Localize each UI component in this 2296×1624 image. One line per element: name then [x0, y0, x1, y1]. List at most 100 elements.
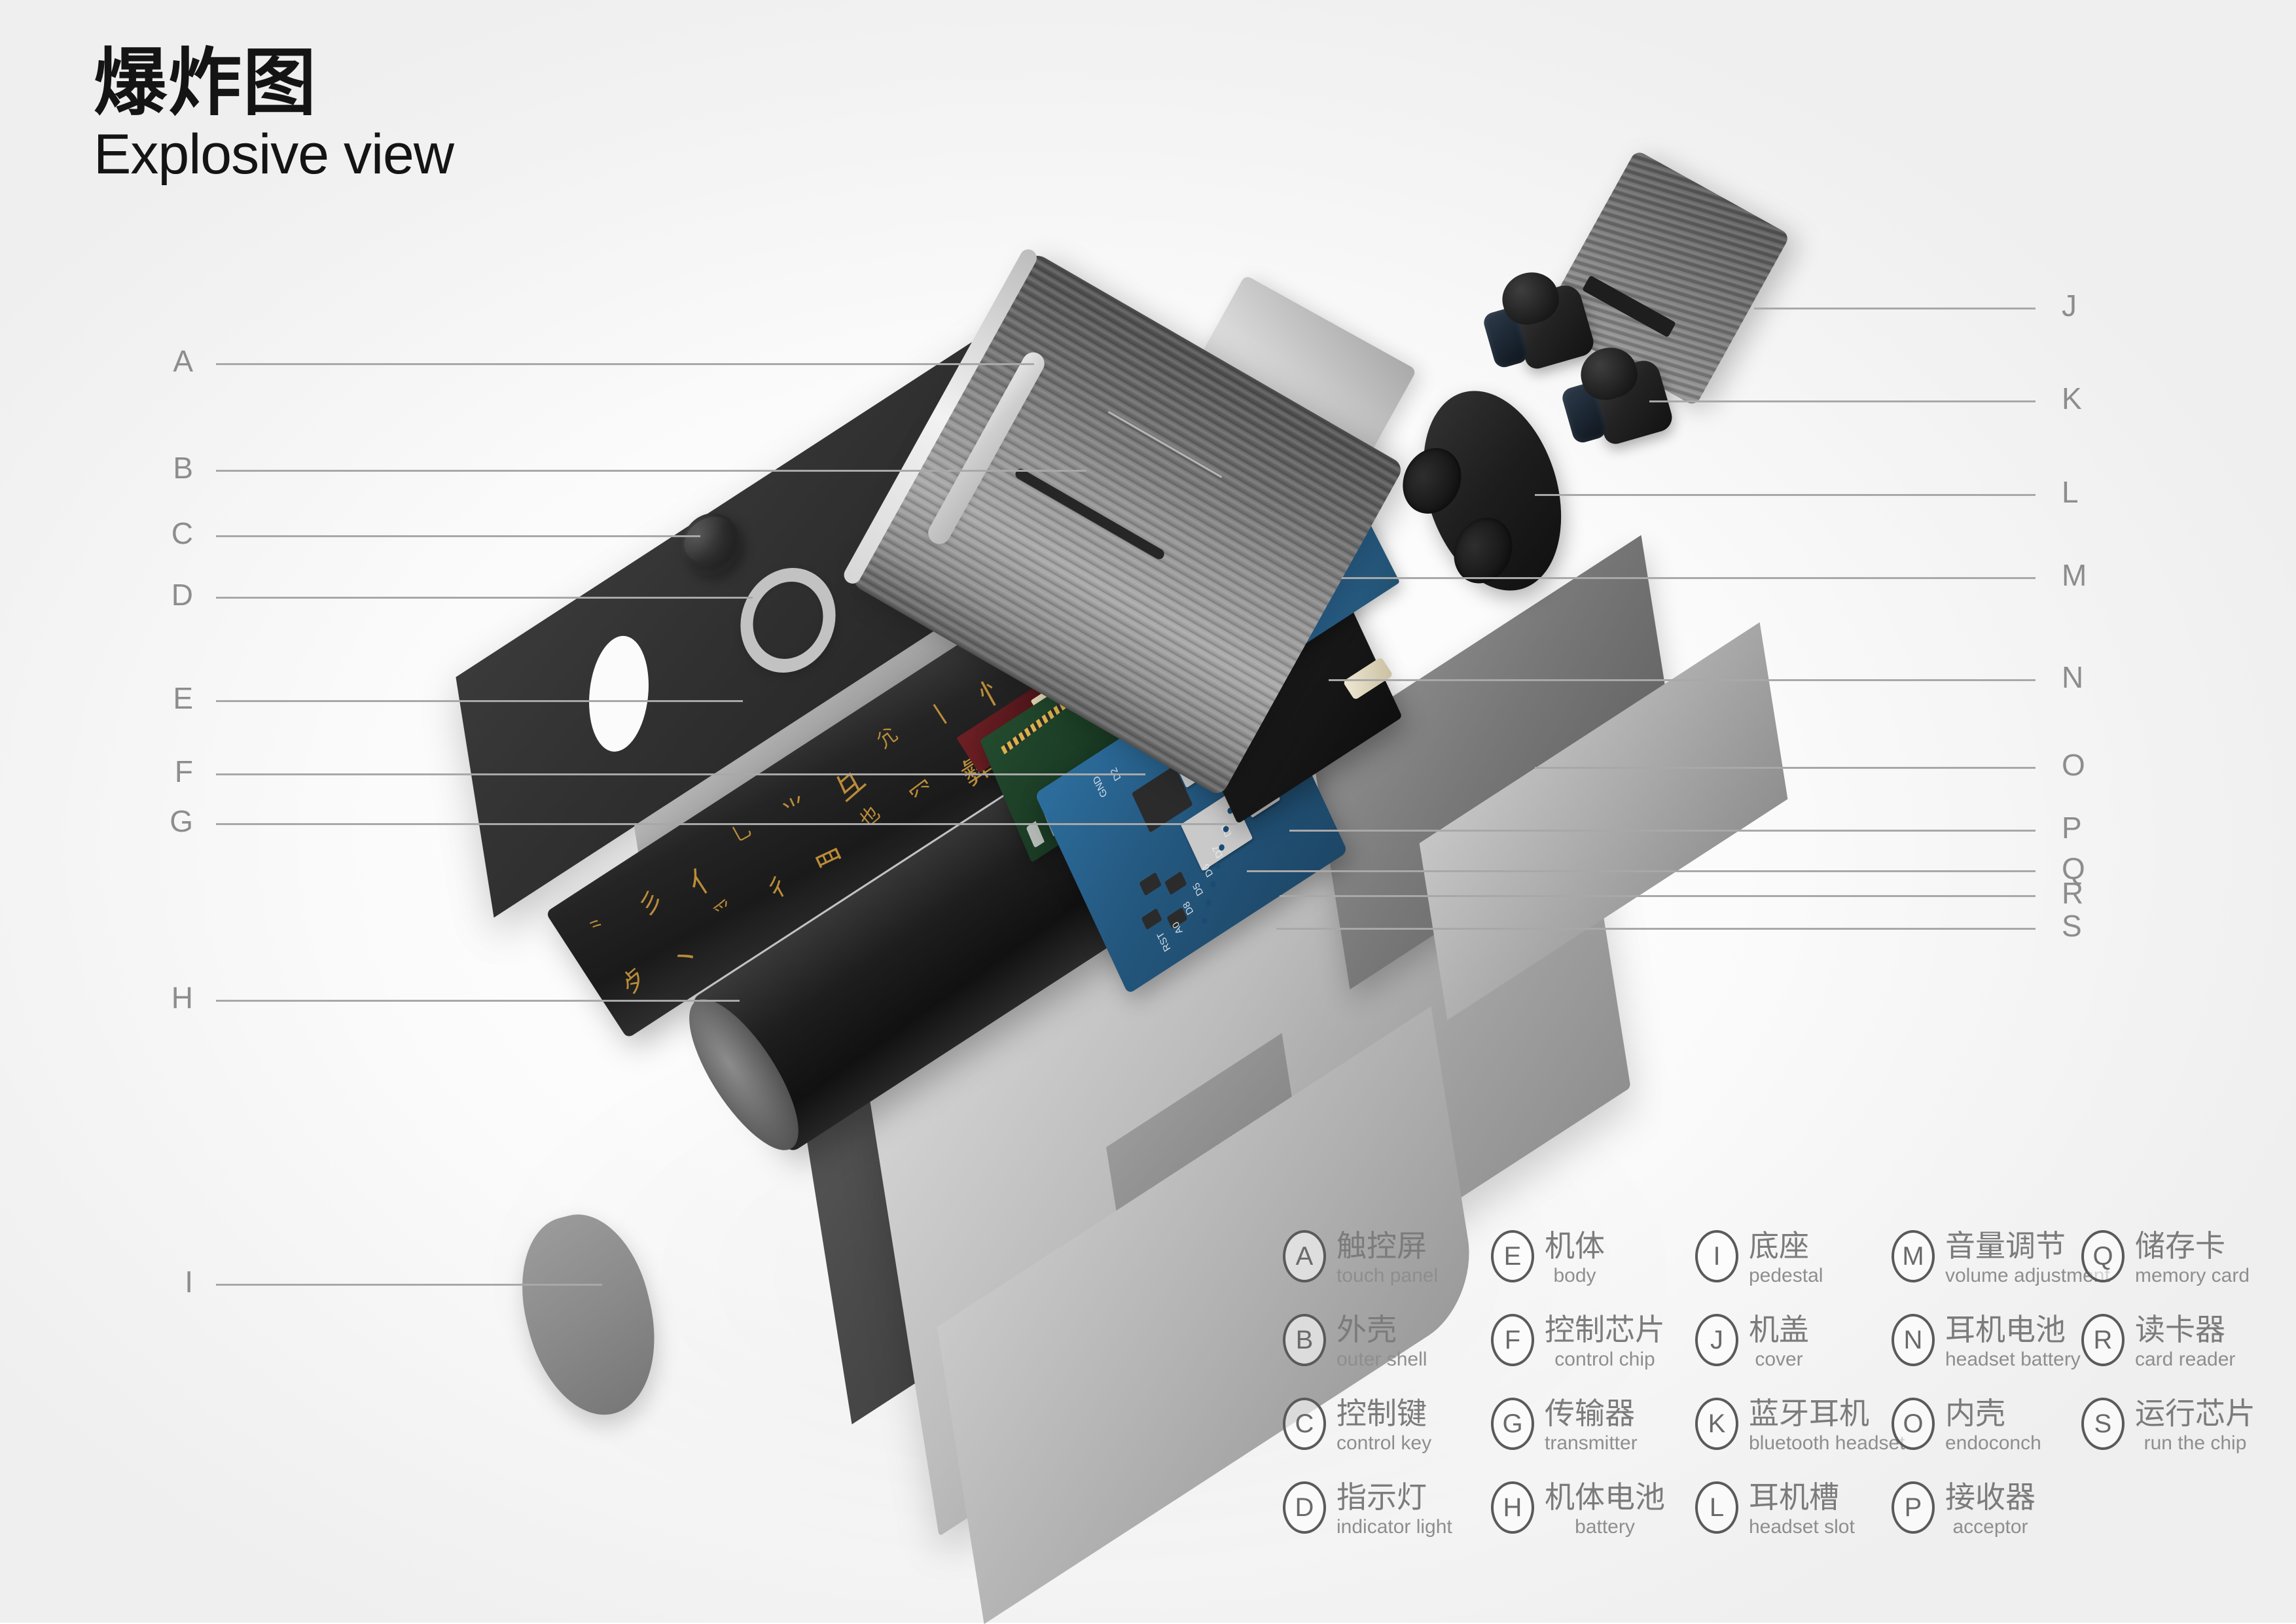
callout-letter-j: J [2062, 289, 2077, 323]
legend-label-english: cover [1755, 1348, 1803, 1370]
legend-label-chinese: 指示灯 [1336, 1480, 1427, 1514]
legend-key-circle-f: F [1491, 1314, 1534, 1366]
pcb-via [1205, 898, 1213, 908]
legend-key-circle-s: S [2081, 1398, 2125, 1450]
leader-line-d [216, 597, 753, 599]
leader-line-p [1289, 830, 2036, 832]
calligraphy-glyph: ⺌ [778, 791, 813, 828]
callout-letter-i: I [185, 1265, 193, 1299]
legend-label-chinese: 机体 [1545, 1229, 1605, 1263]
legend-key-circle-q: Q [2081, 1230, 2125, 1282]
legend-label-english: battery [1575, 1515, 1635, 1538]
callout-letter-b: B [173, 451, 193, 485]
legend-label-english: endoconch [1945, 1432, 2041, 1454]
legend-label-chinese: 底座 [1749, 1229, 1809, 1263]
callout-letter-g: G [170, 804, 193, 838]
legend-key-circle-b: B [1283, 1314, 1326, 1366]
calligraphy-glyph: 丨 [922, 696, 960, 734]
legend-label-english: indicator light [1336, 1515, 1452, 1538]
legend-label-chinese: 耳机电池 [1945, 1313, 2066, 1347]
leader-line-e [216, 700, 743, 702]
legend-label-chinese: 机盖 [1749, 1313, 1809, 1347]
calligraphy-glyph: 彳 [760, 869, 796, 907]
calligraphy-glyph: ⺳ [905, 775, 942, 813]
leader-line-o [1535, 767, 2036, 769]
part-pedestal [504, 1201, 674, 1429]
cover-slot [1582, 275, 1677, 338]
calligraphy-glyph: 丶 [665, 936, 709, 981]
leader-line-i [216, 1284, 602, 1286]
legend-label-english: memory card [2135, 1264, 2250, 1286]
callout-letter-c: C [171, 516, 193, 550]
legend-key-circle-i: I [1695, 1230, 1738, 1282]
headset-slot-hole-2 [1444, 505, 1522, 596]
legend-label-chinese: 读卡器 [2135, 1313, 2225, 1347]
legend-label-english: body [1553, 1264, 1596, 1286]
legend-label-chinese: 内壳 [1945, 1396, 2005, 1430]
page-title-chinese: 爆炸图 [94, 42, 317, 124]
legend-label-english: headset slot [1749, 1515, 1855, 1538]
callout-letter-s: S [2062, 909, 2082, 943]
legend-label-chinese: 触控屏 [1336, 1229, 1427, 1263]
legend-label-english: headset battery [1945, 1348, 2081, 1370]
pcb-smd-1 [1139, 872, 1162, 896]
legend-label-english: outer shell [1336, 1348, 1427, 1370]
legend-label-english: bluetooth headset [1749, 1432, 1905, 1454]
legend-label-chinese: 蓝牙耳机 [1749, 1396, 1869, 1430]
pcb-silkscreen-label: D5 [1191, 880, 1206, 898]
callout-letter-a: A [173, 344, 193, 378]
legend-label-english: volume adjustment [1945, 1264, 2110, 1286]
legend-key-circle-k: K [1695, 1398, 1738, 1450]
headset-slot-hole-1 [1393, 435, 1471, 527]
leader-line-k [1649, 400, 2036, 402]
callout-letter-f: F [174, 754, 193, 788]
page-title-english: Explosive view [94, 123, 454, 186]
legend-label-english: acceptor [1952, 1515, 2028, 1538]
legend-label-english: pedestal [1749, 1264, 1823, 1286]
legend-key-circle-h: H [1491, 1481, 1534, 1534]
body-plate-hole [586, 624, 651, 764]
pcb-silkscreen-label: RST [1155, 929, 1173, 954]
calligraphy-glyph: ⺫ [810, 843, 852, 887]
part-cover [1541, 149, 1791, 407]
title-block: 爆炸图 Explosive view [94, 42, 454, 186]
legend-label-chinese: 控制芯片 [1545, 1313, 1665, 1347]
legend-label-chinese: 运行芯片 [2135, 1396, 2255, 1430]
leader-line-c [216, 535, 700, 537]
callout-letter-n: N [2062, 660, 2084, 694]
calligraphy-glyph: 乚 [728, 817, 757, 848]
legend-key-circle-g: G [1491, 1398, 1534, 1450]
battery-endcap [670, 983, 818, 1165]
calligraphy-glyph: ⺑ [872, 723, 903, 754]
